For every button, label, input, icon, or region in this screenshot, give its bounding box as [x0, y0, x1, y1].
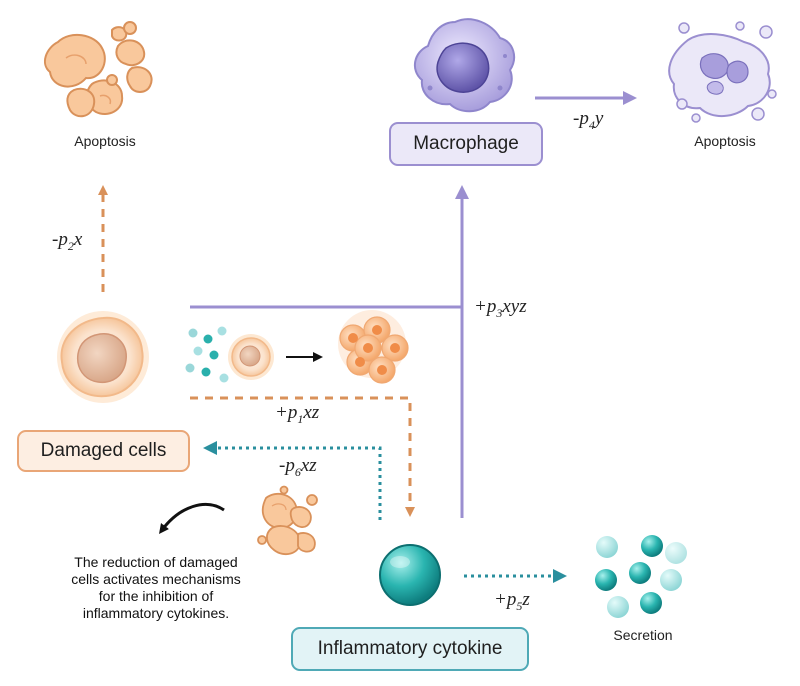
term-p1xz-sign: + — [275, 402, 288, 423]
term-p6xz-p: p — [285, 455, 295, 476]
term-p3xyz: +p3xyz — [474, 296, 527, 321]
inflammatory-cytokine-box: Inflammatory cytokine — [291, 627, 529, 671]
term-p6xz-sub: 6 — [294, 464, 301, 479]
reduction-note: The reduction of damaged cells activates… — [40, 554, 272, 622]
term-p2x-vars: x — [73, 229, 83, 250]
term-p5z: +p5z — [494, 589, 530, 614]
note-line-3: for the inhibition of — [98, 588, 214, 604]
term-p6xz-vars: xz — [300, 455, 317, 476]
cytokine-particles-icon — [185, 326, 229, 383]
term-p2x-sub: 2 — [67, 238, 74, 253]
term-p5z-vars: z — [522, 589, 530, 610]
damaged-cell-icon — [57, 311, 149, 403]
macrophage-icon — [413, 18, 516, 113]
term-p1xz-sub: 1 — [297, 411, 304, 426]
term-p3xyz-sub: 3 — [496, 305, 503, 320]
curved-arrow — [158, 503, 225, 534]
note-line-1: The reduction of damaged — [74, 554, 238, 570]
term-p1xz-vars: xz — [303, 402, 320, 423]
term-p1xz-p: p — [287, 402, 298, 423]
term-p3xyz-p: p — [486, 296, 497, 317]
arrow-damaged-to-macrophage — [190, 185, 469, 309]
note-line-2: cells activates mechanisms — [71, 571, 241, 587]
damaged-cells-box: Damaged cells — [17, 430, 190, 472]
term-p4y: -p4y — [573, 108, 603, 133]
term-p3xyz-vars: xyz — [502, 296, 527, 317]
term-p5z-sub: 5 — [516, 598, 523, 613]
note-line-4: inflammatory cytokines. — [82, 605, 230, 621]
secretion-cytokines-icon — [595, 535, 687, 618]
term-p6xz-sign: - — [279, 455, 286, 476]
term-p4y-vars: y — [594, 108, 604, 129]
macrophage-box: Macrophage — [389, 122, 543, 166]
apoptotic-cell-fragments-icon — [43, 21, 153, 118]
term-p3xyz-sign: + — [474, 296, 487, 317]
secretion-label: Secretion — [613, 627, 673, 643]
apoptotic-macrophage-icon — [668, 21, 777, 123]
term-p5z-sign: + — [494, 589, 507, 610]
term-p2x: -p2x — [52, 229, 82, 254]
arrow-cytokine-to-damaged — [203, 441, 382, 520]
term-p1xz: +p1xz — [275, 402, 319, 427]
term-p4y-sign: - — [573, 108, 580, 129]
term-p2x-p: p — [58, 229, 68, 250]
term-p4y-p: p — [579, 108, 589, 129]
fragmented-cells-icon — [257, 485, 318, 556]
apoptosis-label-left: Apoptosis — [74, 133, 136, 149]
cytokine-cell-icon — [379, 544, 441, 606]
proliferating-cells-icon — [338, 310, 409, 384]
apoptosis-label-right: Apoptosis — [694, 133, 756, 149]
term-p2x-sign: - — [52, 229, 59, 250]
term-p5z-p: p — [506, 589, 517, 610]
small-damaged-cell-icon — [228, 334, 274, 380]
term-p4y-sub: 4 — [588, 117, 595, 132]
term-p6xz: -p6xz — [279, 455, 317, 480]
